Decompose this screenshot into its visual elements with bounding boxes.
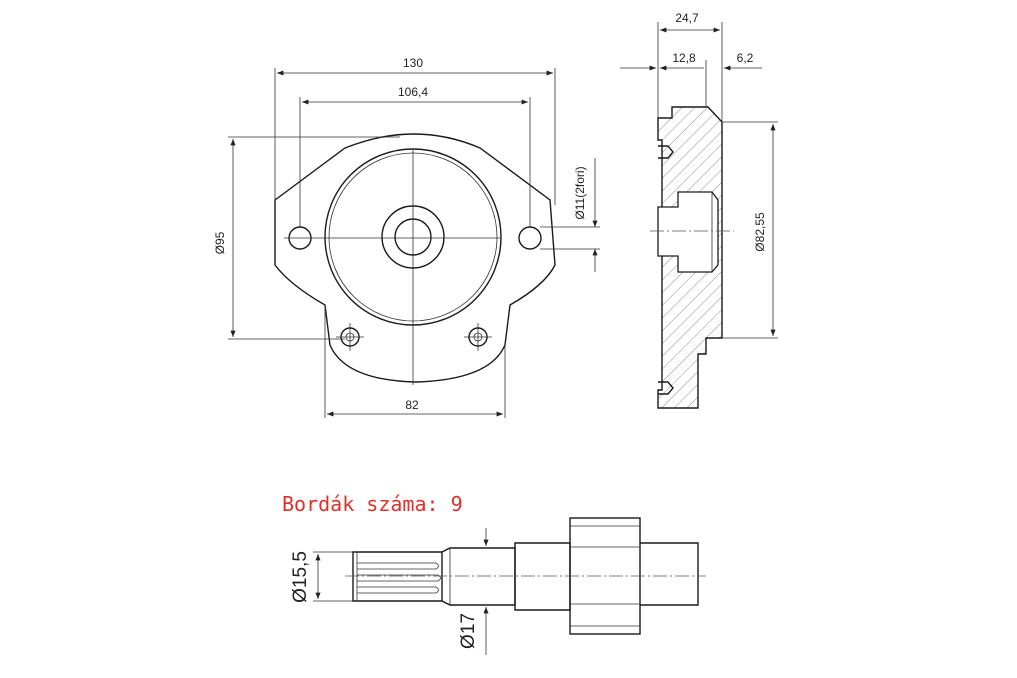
dim-12-label: 12,8 [672, 51, 696, 65]
spline-groove-2 [357, 574, 441, 582]
threaded-hole-top [658, 145, 674, 159]
dim-130-label: 130 [403, 56, 423, 70]
bolt-hole-right [518, 226, 542, 250]
shaft-end [640, 542, 699, 606]
spline-count-note: Bordák száma: 9 [282, 492, 463, 516]
spline-groove-1 [357, 562, 439, 570]
dim-82-55-label: Ø82,55 [753, 212, 767, 252]
flange-outline [274, 133, 556, 383]
dim-82-label: 82 [405, 398, 419, 412]
spline-groove-3 [357, 586, 439, 594]
shaft-section [441, 547, 516, 606]
side-view: 24,7 12,8 6,2 Ø82,55 [620, 11, 778, 409]
dim-95-label: Ø95 [213, 231, 227, 254]
shaft-collar [514, 542, 571, 611]
dim-6-label: 6,2 [737, 51, 754, 65]
threaded-hole-bottom [658, 381, 674, 395]
dim-17-label: Ø17 [458, 613, 479, 649]
dim-15-label: Ø15,5 [290, 551, 311, 603]
front-view: 130 106,4 Ø95 Ø11(2fori) 82 [213, 56, 600, 418]
section-bore [657, 191, 719, 273]
dim-11-label: Ø11(2fori) [573, 166, 587, 219]
shaft-view: Bordák száma: 9 Ø15,5 Ø17 [282, 492, 706, 655]
spline-section [352, 551, 443, 602]
dim-24-label: 24,7 [675, 11, 699, 25]
dim-106-label: 106,4 [398, 85, 428, 99]
